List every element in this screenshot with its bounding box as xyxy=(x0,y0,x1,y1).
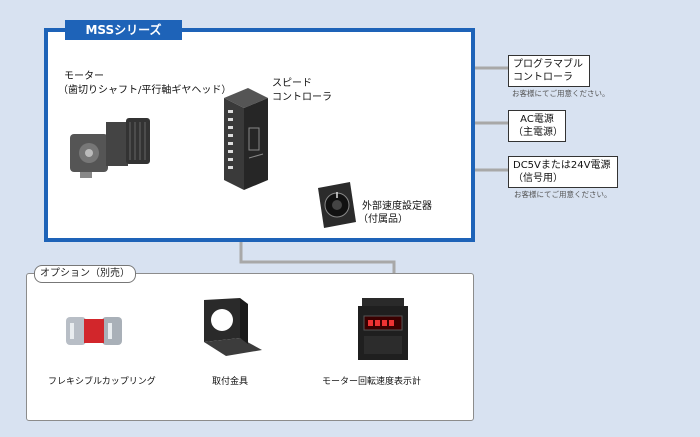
controller-label-line1: スピード xyxy=(272,78,312,89)
coupling-image xyxy=(66,317,122,345)
speed-controller-image xyxy=(224,88,268,190)
dc-power-box: DC5Vまたは24V電源 （信号用） xyxy=(508,156,618,188)
motor-image xyxy=(70,118,150,178)
ac-power-label-line1: AC電源 xyxy=(520,114,554,125)
ac-power-box: AC電源 （主電源） xyxy=(508,110,566,142)
bracket-image xyxy=(204,298,262,356)
options-label: オプション（別売） xyxy=(34,265,136,283)
motor-label-line2: （歯切りシャフト/平行軸ギヤヘッド） xyxy=(58,85,232,96)
potentiometer-label-line2: （付属品） xyxy=(358,214,408,225)
plc-note: お客様にてご用意ください。 xyxy=(512,89,610,98)
bracket-label: 取付金具 xyxy=(212,377,249,387)
motor-label-line1: モーター xyxy=(64,71,104,82)
coupling-label: フレキシブルカップリング xyxy=(48,377,156,387)
speed-meter-image xyxy=(358,298,408,360)
speed-meter-label: モーター回転速度表示計 xyxy=(322,377,422,387)
series-title: MSSシリーズ xyxy=(65,20,182,40)
dc-power-label-line2: （信号用） xyxy=(513,173,563,184)
potentiometer-label-line1: 外部速度設定器 xyxy=(362,201,432,212)
dc-power-note: お客様にてご用意ください。 xyxy=(514,190,612,199)
controller-label-line2: コントローラ xyxy=(272,92,332,103)
plc-box: プログラマブル コントローラ xyxy=(508,55,590,87)
plc-label-line1: プログラマブル xyxy=(513,59,583,70)
dc-power-label-line1: DC5Vまたは24V電源 xyxy=(513,160,611,171)
potentiometer-image xyxy=(318,182,356,228)
ac-power-label-line2: （主電源） xyxy=(513,127,563,138)
plc-label-line2: コントローラ xyxy=(513,72,573,83)
